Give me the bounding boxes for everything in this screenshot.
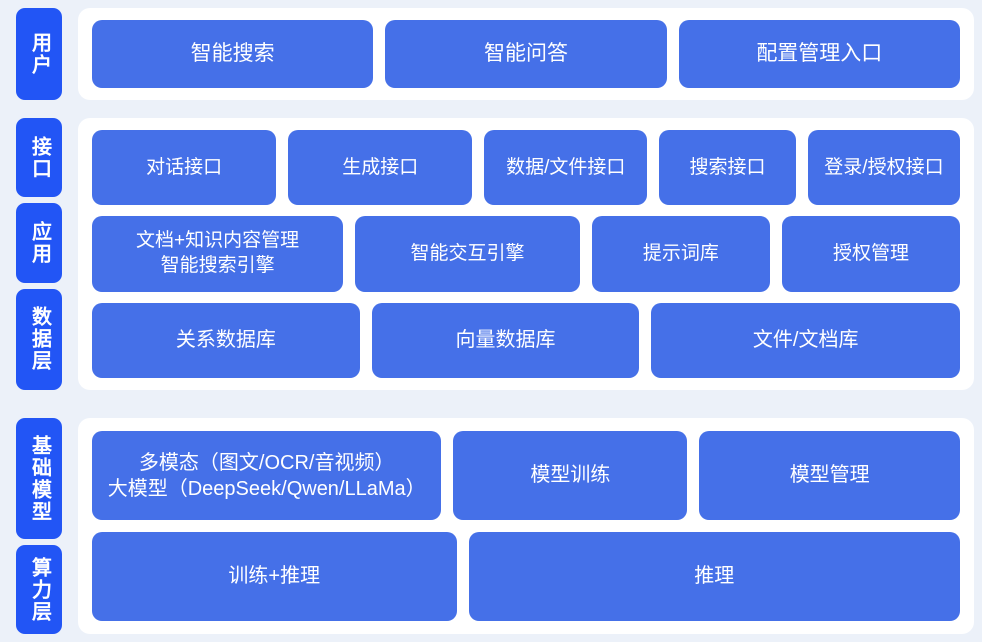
band-user-tab-column: 用户 [16, 8, 62, 100]
box-prompt-library[interactable]: 提示词库 [591, 216, 770, 292]
sidebar-tab-user[interactable]: 用户 [16, 8, 62, 100]
box-data-file-interface[interactable]: 数据/文件接口 [484, 130, 648, 206]
box-document-knowledge-management[interactable]: 文档+知识内容管理 智能搜索引擎 [92, 216, 344, 292]
band-user-panel: 智能搜索 智能问答 配置管理入口 [78, 8, 974, 100]
box-search-interface[interactable]: 搜索接口 [659, 130, 796, 206]
sidebar-tab-application[interactable]: 应用 [16, 203, 62, 283]
box-smart-qa[interactable]: 智能问答 [385, 20, 667, 88]
box-document-knowledge-management-line1: 文档+知识内容管理 [136, 230, 300, 252]
band-user: 用户 智能搜索 智能问答 配置管理入口 [0, 8, 982, 100]
box-login-auth-interface[interactable]: 登录/授权接口 [807, 130, 960, 206]
band-middle-panel: 对话接口 生成接口 数据/文件接口 搜索接口 登录/授权接口 文档+知识内容管理… [78, 118, 974, 390]
band-middle-tab-column: 接口 应用 数据层 [16, 118, 62, 390]
box-generation-interface[interactable]: 生成接口 [288, 130, 473, 206]
box-config-management-entry[interactable]: 配置管理入口 [678, 20, 960, 88]
sidebar-tab-foundation-model[interactable]: 基础模型 [16, 418, 62, 540]
box-smart-interaction-engine[interactable]: 智能交互引擎 [355, 216, 580, 292]
row-data: 关系数据库 向量数据库 文件/文档库 [92, 302, 961, 378]
sidebar-tab-data-layer[interactable]: 数据层 [16, 288, 62, 390]
box-model-management[interactable]: 模型管理 [699, 431, 960, 520]
box-model-training[interactable]: 模型训练 [453, 431, 688, 520]
box-multimodal-large-model[interactable]: 多模态（图文/OCR/音视频） 大模型（DeepSeek/Qwen/LLaMa） [92, 431, 442, 520]
band-bottom-panel: 多模态（图文/OCR/音视频） 大模型（DeepSeek/Qwen/LLaMa）… [78, 418, 974, 634]
box-authorization-management[interactable]: 授权管理 [781, 216, 961, 292]
band-middle: 接口 应用 数据层 对话接口 生成接口 数据/文件接口 搜索接口 登录/授权接口… [0, 118, 982, 390]
sidebar-tab-interface[interactable]: 接口 [16, 118, 62, 198]
band-bottom-tab-column: 基础模型 算力层 [16, 418, 62, 634]
box-multimodal-large-model-line1: 多模态（图文/OCR/音视频） [138, 451, 395, 474]
box-dialog-interface[interactable]: 对话接口 [92, 130, 277, 206]
row-foundation-model: 多模态（图文/OCR/音视频） 大模型（DeepSeek/Qwen/LLaMa）… [92, 431, 960, 520]
row-compute: 训练+推理 推理 [92, 532, 960, 621]
band-bottom: 基础模型 算力层 多模态（图文/OCR/音视频） 大模型（DeepSeek/Qw… [0, 418, 982, 634]
box-relational-database[interactable]: 关系数据库 [92, 302, 360, 378]
row-interface: 对话接口 生成接口 数据/文件接口 搜索接口 登录/授权接口 [92, 130, 960, 206]
box-vector-database[interactable]: 向量数据库 [371, 302, 640, 378]
box-training-plus-inference[interactable]: 训练+推理 [92, 532, 457, 621]
box-document-knowledge-management-line2: 智能搜索引擎 [160, 254, 275, 276]
row-application: 文档+知识内容管理 智能搜索引擎 智能交互引擎 提示词库 授权管理 [92, 216, 961, 292]
sidebar-tab-compute-layer[interactable]: 算力层 [16, 545, 62, 634]
box-smart-search[interactable]: 智能搜索 [92, 20, 374, 88]
box-multimodal-large-model-line2: 大模型（DeepSeek/Qwen/LLaMa） [107, 477, 426, 500]
box-file-document-repository[interactable]: 文件/文档库 [651, 302, 961, 378]
box-inference[interactable]: 推理 [468, 532, 960, 621]
row-user-entry: 智能搜索 智能问答 配置管理入口 [92, 20, 960, 88]
